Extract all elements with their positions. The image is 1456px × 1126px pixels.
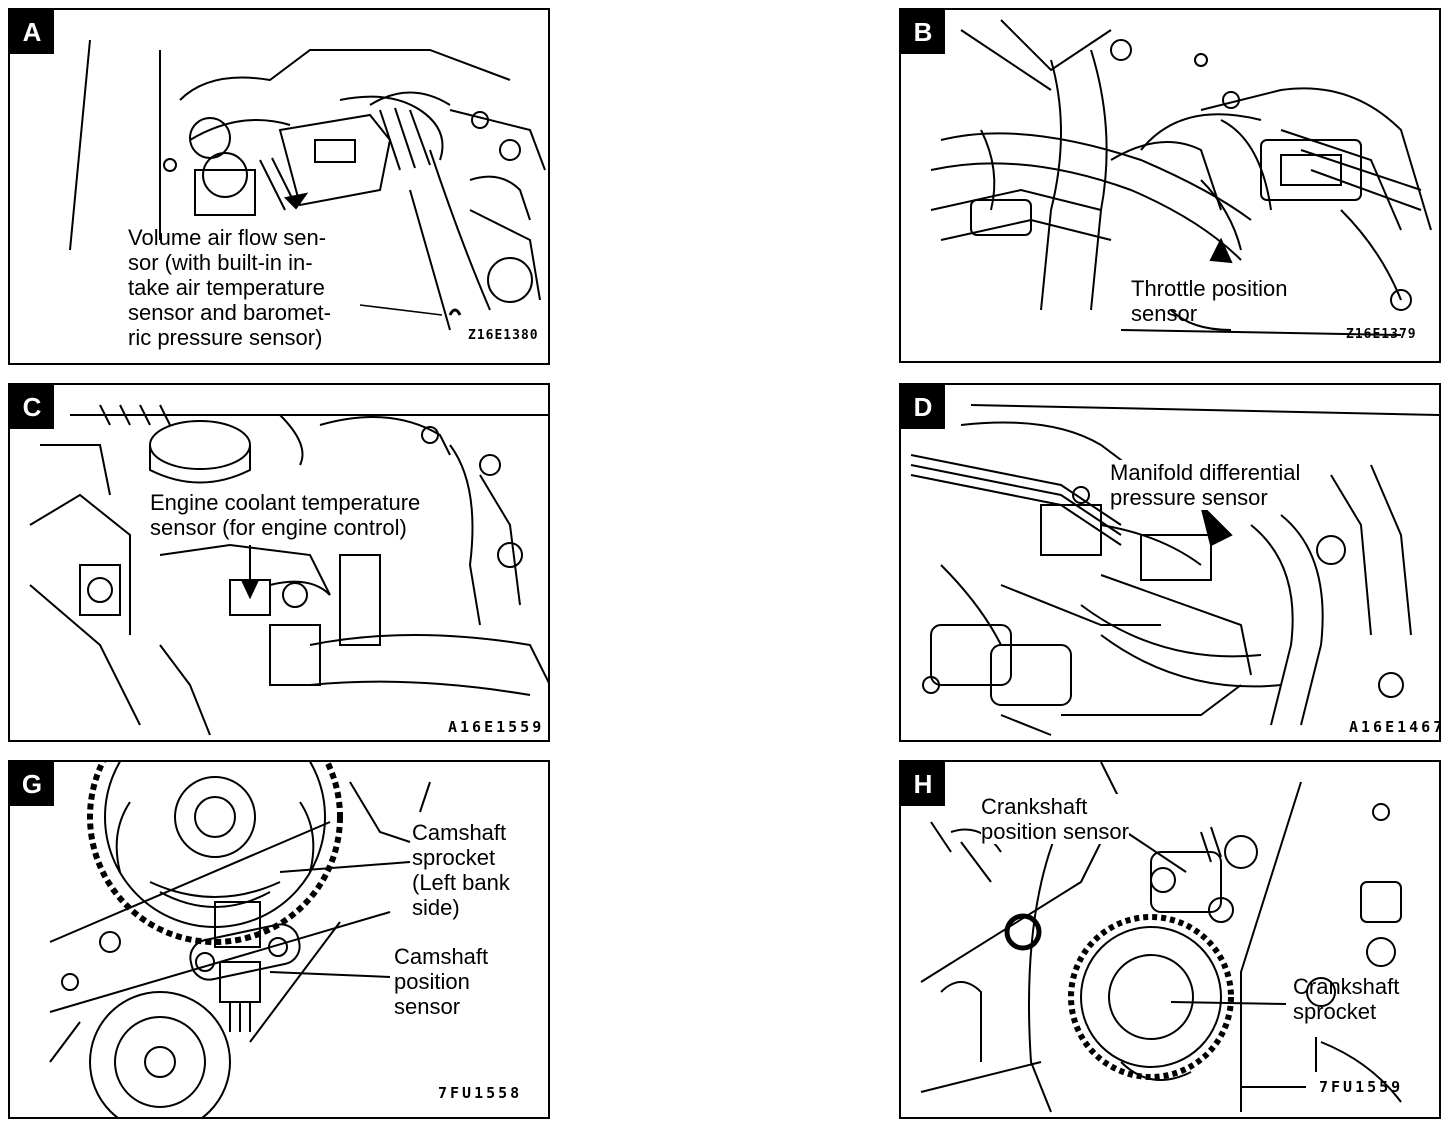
figure-code: Z16E1380 [468, 328, 539, 343]
camshaft-sprocket-label: Camshaft sprocket (Left bank side) [412, 820, 510, 920]
figure-code: Z16E1379 [1346, 327, 1417, 342]
figure-code: 7FU1558 [438, 1084, 523, 1102]
figure-code: A16E1467 [1349, 718, 1441, 736]
panel-b: B Throttle position sensor Z16E1379 [899, 8, 1441, 363]
panel-d: D Manifold differential pressure sensor … [899, 383, 1441, 742]
panel-h: H Crankshaft position sensor Crankshaft … [899, 760, 1441, 1119]
figure-code: 7FU1559 [1319, 1078, 1404, 1096]
panel-c: C Engine coolant temperature sensor (for… [8, 383, 550, 742]
panel-letter: G [10, 762, 54, 806]
panel-letter: D [901, 385, 945, 429]
panel-letter: B [901, 10, 945, 54]
panel-g: G Camshaft sprocket (Left bank side) Cam… [8, 760, 550, 1119]
throttle-position-sensor-label: Throttle position sensor [1131, 276, 1288, 326]
engine-coolant-temperature-sensor-illustration [29, 404, 548, 736]
camshaft-position-sensor-label: Camshaft position sensor [394, 944, 489, 1019]
manifold-differential-pressure-sensor-illustration [910, 404, 1439, 736]
panel-letter: H [901, 762, 945, 806]
volume-air-flow-sensor-illustration [69, 39, 546, 331]
throttle-position-sensor-illustration [930, 19, 1432, 336]
panel-letter: A [10, 10, 54, 54]
figure-code: A16E1559 [448, 718, 545, 736]
panel-letter: C [10, 385, 54, 429]
volume-air-flow-sensor-label: Volume air flow sen- sor (with built-in … [128, 225, 331, 350]
crankshaft-sprocket-label: Crankshaft sprocket [1293, 974, 1400, 1024]
engine-coolant-temperature-sensor-label: Engine coolant temperature sensor (for e… [150, 490, 421, 540]
panel-a: A Volume air flow sen- sor (with built-i… [8, 8, 550, 365]
camshaft-position-sensor-illustration [49, 762, 431, 1117]
manifold-differential-pressure-sensor-label: Manifold differential pressure sensor [1106, 460, 1305, 510]
crankshaft-position-sensor-label: Crankshaft position sensor [981, 794, 1129, 844]
